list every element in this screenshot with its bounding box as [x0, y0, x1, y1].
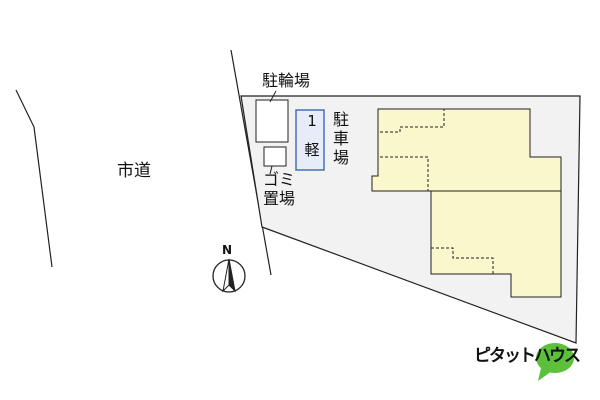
- trash-label-leader: [269, 165, 273, 175]
- trash-area-label: ゴミ置場: [263, 170, 299, 208]
- building-lower: [430, 190, 562, 298]
- building-upper-dash-top: [380, 109, 445, 133]
- building-lower-dash: [431, 247, 494, 274]
- parking-label-text: 駐車場: [333, 110, 350, 167]
- north-label: N: [222, 243, 233, 257]
- bicycle-parking-label: 駐輪場: [262, 71, 311, 90]
- north-arrow-icon: [212, 258, 246, 293]
- building-upper-dash-side: [380, 156, 429, 191]
- parking-space-kind: 軽: [304, 141, 320, 159]
- logo-text: ピタットハウス: [474, 346, 581, 366]
- speech-bubble-icon: [536, 343, 574, 381]
- parking-space-number: 1: [307, 112, 317, 130]
- parking-space: [295, 109, 325, 171]
- road-edge-left: [15, 89, 53, 268]
- trash-area: [263, 146, 287, 167]
- road-label: 市道: [117, 161, 151, 181]
- road-edge-right: [230, 49, 272, 276]
- parking-label: 駐車場: [333, 110, 351, 167]
- bicycle-label-leader: [269, 90, 277, 103]
- bicycle-parking-area: [255, 99, 289, 143]
- trash-area-label-text: ゴミ置場: [263, 170, 296, 208]
